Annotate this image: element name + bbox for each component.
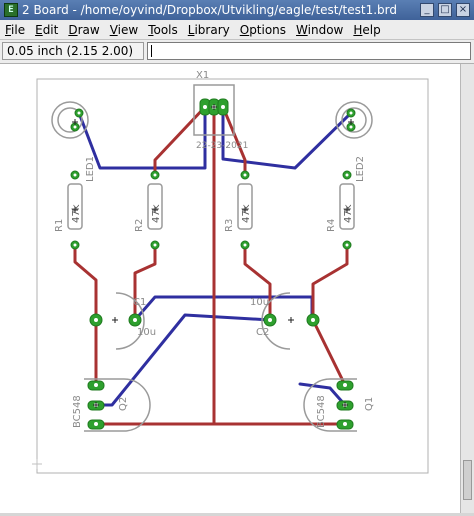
menu-file-label: ile xyxy=(11,22,26,37)
drill-holes xyxy=(73,105,353,426)
r4-body xyxy=(339,183,355,230)
menu-options[interactable]: Options xyxy=(235,23,291,37)
part-origins xyxy=(72,104,354,408)
led2-inner xyxy=(341,107,367,133)
trace-x1-led2 xyxy=(221,105,353,170)
menu-help[interactable]: Help xyxy=(348,23,385,37)
menu-options-mnemonic: O xyxy=(239,22,250,37)
menu-window-label: indow xyxy=(307,22,344,37)
close-icon[interactable]: × xyxy=(456,3,470,17)
menu-draw-label: raw xyxy=(77,22,100,37)
menu-edit-mnemonic: E xyxy=(35,22,43,37)
menu-tools[interactable]: Tools xyxy=(143,23,183,37)
trace-led1-x1 xyxy=(77,105,207,170)
text-caret xyxy=(151,45,152,57)
r1-body xyxy=(67,183,83,230)
trace-r2-c1 xyxy=(133,243,157,319)
command-input[interactable] xyxy=(147,42,471,60)
trace-vcc-r3 xyxy=(221,105,247,177)
r3-body xyxy=(237,183,253,230)
menu-bar: File Edit Draw View Tools Library Option… xyxy=(0,20,474,40)
label-q2: Q2 xyxy=(118,397,129,411)
label-led1: LED1 xyxy=(85,156,96,182)
label-x1-value: 22-23-2021 xyxy=(196,141,248,151)
label-q1-value: BC548 xyxy=(316,395,327,428)
minimize-icon[interactable]: _ xyxy=(420,3,434,17)
label-r3-value: 47k xyxy=(241,204,252,223)
menu-tools-mnemonic: T xyxy=(148,22,154,37)
label-r1: R1 xyxy=(54,219,65,232)
menu-draw[interactable]: Draw xyxy=(63,23,104,37)
label-r2: R2 xyxy=(134,219,145,232)
label-r4-value: 47k xyxy=(343,204,354,223)
menu-library-mnemonic: L xyxy=(187,22,195,37)
r2-body xyxy=(147,183,163,230)
label-x1: X1 xyxy=(196,70,209,81)
scrollbar-thumb[interactable] xyxy=(463,460,472,500)
origin-marker xyxy=(32,459,42,469)
x1-outline xyxy=(193,84,235,136)
trace-r4-c2 xyxy=(311,243,349,319)
menu-draw-mnemonic: D xyxy=(68,22,78,37)
maximize-icon[interactable]: □ xyxy=(438,3,452,17)
trace-r1-c1 xyxy=(73,243,98,319)
label-r1-value: 47k xyxy=(71,204,82,223)
label-c1-value: 10u xyxy=(137,327,156,338)
q1-outline xyxy=(303,378,357,432)
menu-edit[interactable]: Edit xyxy=(30,23,63,37)
menu-view-label: iew xyxy=(117,22,139,37)
led1-inner xyxy=(57,107,83,133)
label-q2-value: BC548 xyxy=(72,395,83,428)
title-bar[interactable]: E 2 Board - /home/oyvind/Dropbox/Utvikli… xyxy=(0,0,474,20)
board-drawing[interactable]: X1 22-23-2021 LED1 LED2 R1 47k R2 47k R3… xyxy=(0,64,460,513)
menu-view-mnemonic: V xyxy=(109,22,118,37)
board-canvas[interactable]: X1 22-23-2021 LED1 LED2 R1 47k R2 47k R3… xyxy=(0,64,460,513)
q2-outline xyxy=(84,378,151,432)
label-q1: Q1 xyxy=(364,397,375,411)
led1-outline xyxy=(51,101,89,139)
menu-file-mnemonic: F xyxy=(5,22,12,37)
menu-help-label: elp xyxy=(362,22,381,37)
led2-outline xyxy=(335,101,373,139)
label-c2-value: 10u xyxy=(250,297,269,308)
labels: X1 22-23-2021 LED1 LED2 R1 47k R2 47k R3… xyxy=(54,70,375,428)
pads[interactable] xyxy=(70,98,356,430)
label-r2-value: 47k xyxy=(151,204,162,223)
window-title: 2 Board - /home/oyvind/Dropbox/Utvikling… xyxy=(22,3,397,17)
menu-window-mnemonic: W xyxy=(296,22,308,37)
menu-library-label: ibrary xyxy=(194,22,230,37)
menu-help-mnemonic: H xyxy=(353,22,363,37)
menu-window[interactable]: Window xyxy=(291,23,348,37)
menu-file[interactable]: File xyxy=(0,23,30,37)
coordinate-display: 0.05 inch (2.15 2.00) xyxy=(2,42,144,60)
menu-view[interactable]: View xyxy=(105,23,143,37)
menu-library[interactable]: Library xyxy=(183,23,235,37)
board-outline xyxy=(36,78,429,474)
trace-c2-q2 xyxy=(94,313,272,407)
label-r4: R4 xyxy=(326,219,337,232)
label-r3: R3 xyxy=(224,219,235,232)
trace-c2-q1 xyxy=(311,318,347,387)
silkscreen xyxy=(51,84,373,432)
c1-outline xyxy=(115,292,145,350)
label-c1: C1 xyxy=(133,297,146,308)
label-c2: C2 xyxy=(256,327,269,338)
trace-vcc-r2 xyxy=(153,105,207,177)
c2-outline xyxy=(261,292,291,350)
menu-edit-label: dit xyxy=(42,22,59,37)
label-led2: LED2 xyxy=(355,156,366,182)
menu-options-label: ptions xyxy=(249,22,287,37)
top-traces xyxy=(73,105,349,426)
eagle-app-icon: E xyxy=(4,3,18,17)
vertical-scrollbar[interactable] xyxy=(460,64,474,513)
menu-tools-label: ools xyxy=(153,22,178,37)
trace-q1-x1 xyxy=(298,382,347,407)
toolbar: 0.05 inch (2.15 2.00) xyxy=(0,40,474,64)
